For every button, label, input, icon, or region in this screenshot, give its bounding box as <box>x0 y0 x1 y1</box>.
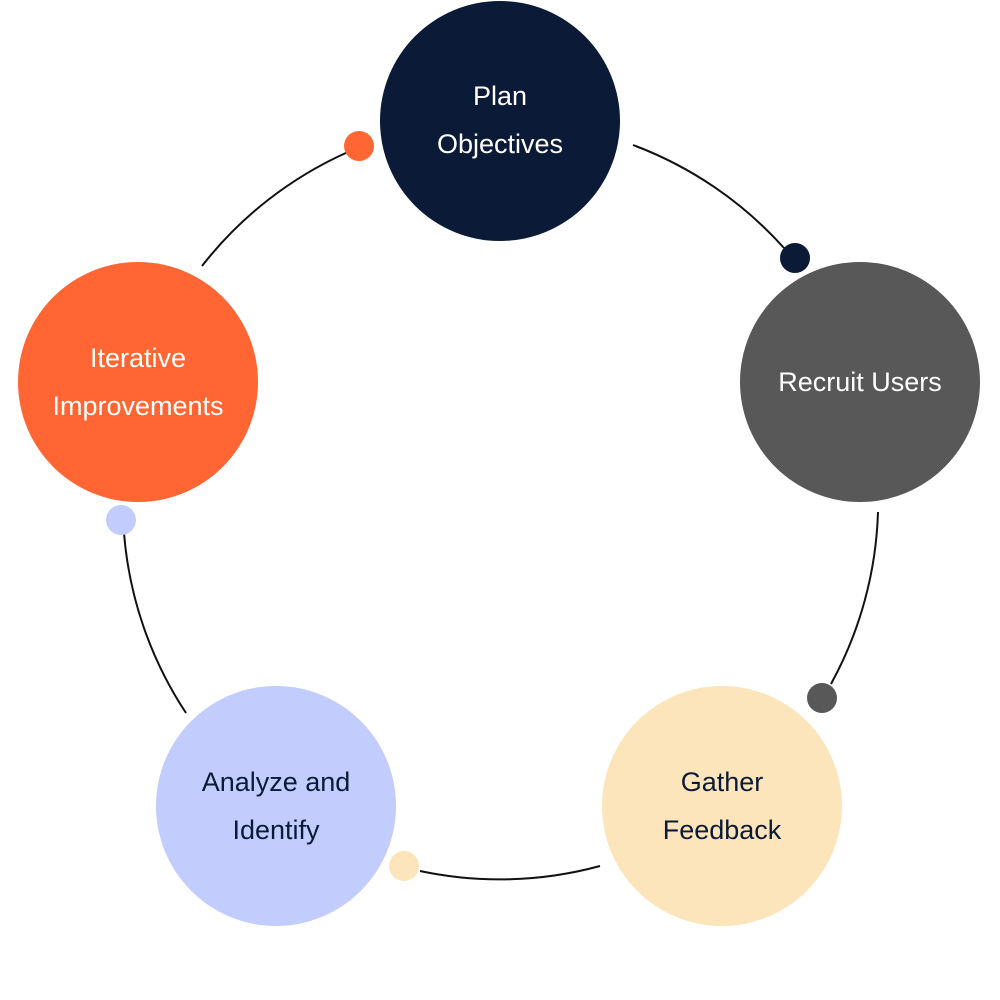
step-label-line: Gather <box>681 767 764 797</box>
step-circle <box>740 262 980 502</box>
connector-plan-to-recruit <box>632 144 785 249</box>
step-gather-feedback: Gather Feedback <box>602 686 842 926</box>
step-label-line: Identify <box>232 815 320 845</box>
step-plan-objectives: Plan Objectives <box>380 1 620 241</box>
connector-gather-to-analyze <box>419 865 601 881</box>
step-label-line: Feedback <box>663 815 782 845</box>
step-label-line: Iterative <box>90 343 186 373</box>
step-label-line: Recruit Users <box>778 367 942 397</box>
connector-analyze-to-iterate <box>123 532 187 714</box>
step-label-line: Plan <box>473 81 527 111</box>
step-analyze-identify: Analyze and Identify <box>156 686 396 926</box>
step-circle <box>156 686 396 926</box>
connector-iterate-to-plan <box>201 151 349 267</box>
step-iterative-improvements: Iterative Improvements <box>18 262 258 502</box>
step-circle <box>602 686 842 926</box>
step-recruit-users: Recruit Users <box>740 262 980 502</box>
connector-recruit-to-gather <box>830 511 879 685</box>
step-circle <box>380 1 620 241</box>
dot-iterate-end <box>344 131 374 161</box>
dot-analyze-end <box>106 505 136 535</box>
dot-recruit-end <box>807 683 837 713</box>
step-circle <box>18 262 258 502</box>
dot-gather-end <box>389 851 419 881</box>
dot-plan-end <box>780 243 810 273</box>
step-label-line: Analyze and <box>202 767 351 797</box>
step-label-line: Improvements <box>52 391 223 421</box>
step-label-line: Objectives <box>437 129 563 159</box>
